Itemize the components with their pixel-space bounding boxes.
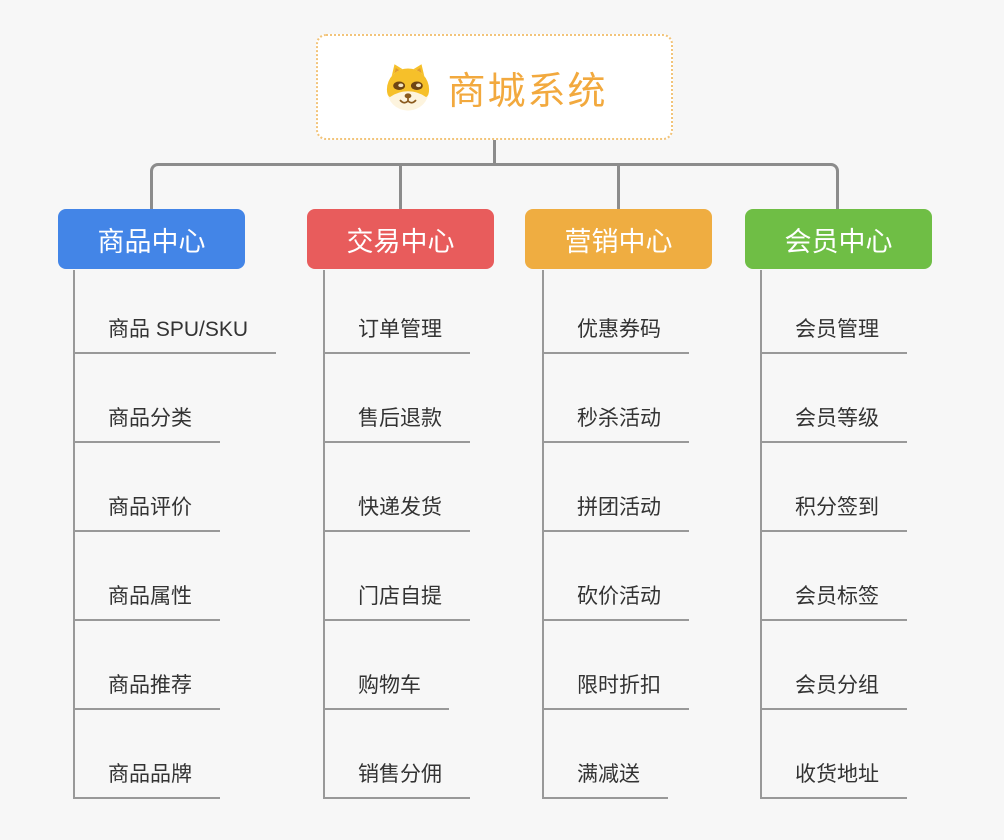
branch-member-center[interactable]: 会员中心 [745,209,932,269]
root-topic[interactable]: 商城系统 [316,34,673,140]
branch-trade-children: 订单管理 售后退款 快递发货 门店自提 购物车 销售分佣 [323,270,470,799]
leaf-topic[interactable]: 商品分类 [75,402,220,443]
leaf-topic[interactable]: 限时折扣 [544,669,689,710]
leaf-topic[interactable]: 商品推荐 [75,669,220,710]
connector-bus [150,163,839,210]
branch-label: 营销中心 [564,226,673,257]
branch-label: 交易中心 [346,226,455,257]
leaf-topic[interactable]: 售后退款 [325,402,470,443]
leaf-topic[interactable]: 快递发货 [325,491,470,532]
leaf-topic[interactable]: 优惠券码 [544,313,689,354]
leaf-topic[interactable]: 门店自提 [325,580,470,621]
connector-branch3-drop [617,165,620,210]
branch-trade-center[interactable]: 交易中心 [307,209,494,269]
leaf-topic[interactable]: 会员管理 [762,313,907,354]
branch-product-center[interactable]: 商品中心 [58,209,245,269]
leaf-topic[interactable]: 会员标签 [762,580,907,621]
leaf-topic[interactable]: 拼团活动 [544,491,689,532]
branch-member-children: 会员管理 会员等级 积分签到 会员标签 会员分组 收货地址 [760,270,907,799]
branch-label: 会员中心 [784,226,893,257]
doge-icon [387,64,430,111]
leaf-topic[interactable]: 商品 SPU/SKU [75,313,277,354]
root-topic-label: 商城系统 [447,70,608,113]
leaf-topic[interactable]: 会员分组 [762,669,907,710]
leaf-topic[interactable]: 购物车 [325,669,449,710]
branch-marketing-children: 优惠券码 秒杀活动 拼团活动 砍价活动 限时折扣 满减送 [542,270,689,799]
leaf-topic[interactable]: 积分签到 [762,491,907,532]
branch-marketing-center[interactable]: 营销中心 [525,209,712,269]
leaf-topic[interactable]: 订单管理 [325,313,470,354]
leaf-topic[interactable]: 会员等级 [762,402,907,443]
leaf-topic[interactable]: 收货地址 [762,758,907,799]
connector-branch2-drop [399,165,402,210]
leaf-topic[interactable]: 销售分佣 [325,758,470,799]
branch-label: 商品中心 [97,226,206,257]
branch-product-children: 商品 SPU/SKU 商品分类 商品评价 商品属性 商品推荐 商品品牌 [73,270,277,799]
leaf-topic[interactable]: 秒杀活动 [544,402,689,443]
leaf-topic[interactable]: 砍价活动 [544,580,689,621]
connector-root-drop [493,138,496,164]
leaf-topic[interactable]: 商品品牌 [75,758,220,799]
leaf-topic[interactable]: 满减送 [544,758,668,799]
leaf-topic[interactable]: 商品属性 [75,580,220,621]
leaf-topic[interactable]: 商品评价 [75,491,220,532]
